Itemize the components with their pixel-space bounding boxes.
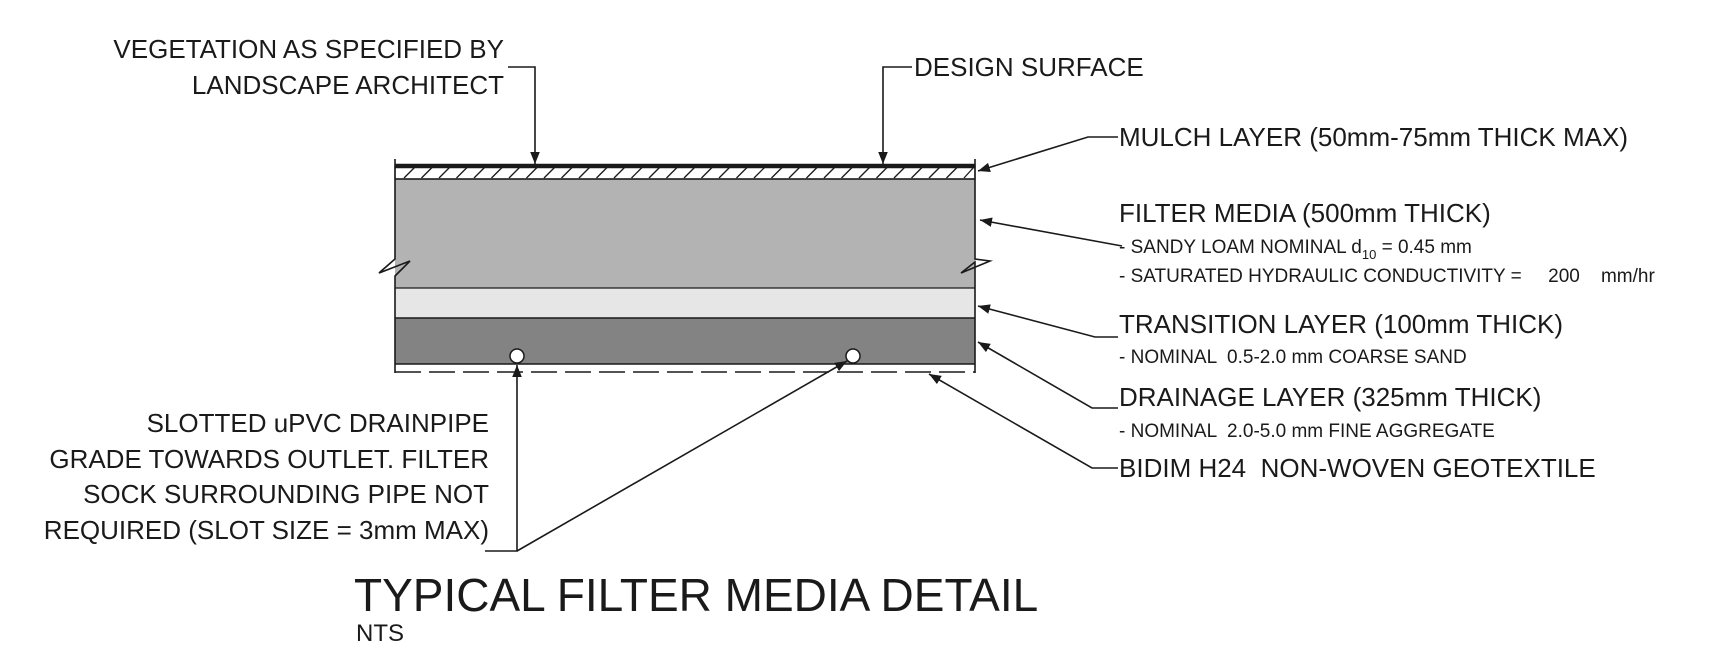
right-edge-break-line: [960, 159, 994, 373]
mulch-hatch-mark: [596, 166, 608, 179]
drainpipe-label-line2: GRADE TOWARDS OUTLET. FILTER: [49, 444, 489, 474]
vegetation-leader: [508, 66, 540, 164]
drainpipe-label-line3: SOCK SURROUNDING PIPE NOT: [83, 479, 489, 509]
vegetation-label-line2: LANDSCAPE ARCHITECT: [192, 70, 504, 100]
mulch-hatch-mark: [666, 166, 678, 179]
mulch-hatch-mark: [911, 166, 923, 179]
drainpipe-leader-left: [485, 365, 522, 552]
design-surface-leader: [878, 66, 912, 164]
transition-layer-label: TRANSITION LAYER (100mm THICK): [1119, 309, 1563, 339]
mulch-hatch-mark: [421, 166, 433, 179]
mulch-hatch-mark: [841, 166, 853, 179]
leader-lines: [485, 66, 1123, 552]
mulch-hatch-mark: [683, 166, 696, 179]
design-surface-label: DESIGN SURFACE: [914, 52, 1144, 82]
mulch-hatch-mark: [508, 166, 521, 179]
mulch-hatch-mark: [456, 166, 468, 179]
mulch-hatch-mark: [631, 166, 643, 179]
drainage-layer: [395, 318, 975, 364]
mulch-hatch-mark: [561, 166, 573, 179]
drainpipe-left: [509, 348, 525, 364]
mulch-hatch-mark: [893, 166, 906, 179]
mulch-hatch-mark: [823, 166, 836, 179]
mulch-hatch: [403, 166, 975, 179]
mulch-hatch-mark: [438, 166, 451, 179]
transition-leader: [977, 304, 1118, 338]
labels: VEGETATION AS SPECIFIED BY LANDSCAPE ARC…: [44, 34, 1656, 647]
drainage-layer-note: - NOMINAL 2.0-5.0 mm FINE AGGREGATE: [1119, 421, 1495, 442]
filter-media-layer: [395, 179, 975, 288]
drainage-layer-label: DRAINAGE LAYER (325mm THICK): [1119, 382, 1541, 412]
cross-section: [378, 159, 994, 373]
mulch-hatch-mark: [858, 166, 871, 179]
mulch-hatch-mark: [806, 166, 818, 179]
geotextile-label: BIDIM H24 NON-WOVEN GEOTEXTILE: [1119, 453, 1596, 483]
vegetation-label-line1: VEGETATION AS SPECIFIED BY: [113, 34, 504, 64]
filter-media-note-2: - SATURATED HYDRAULIC CONDUCTIVITY = 200…: [1119, 266, 1655, 287]
mulch-layer-label: MULCH LAYER (50mm-75mm THICK MAX): [1119, 122, 1628, 152]
mulch-hatch-mark: [526, 166, 538, 179]
drawing-title: TYPICAL FILTER MEDIA DETAIL: [354, 569, 1038, 621]
scale-note: NTS: [356, 620, 404, 647]
mulch-hatch-mark: [613, 166, 626, 179]
mulch-hatch-mark: [403, 166, 416, 179]
mulch-hatch-mark: [753, 166, 766, 179]
mulch-hatch-mark: [578, 166, 591, 179]
mulch-hatch-mark: [718, 166, 731, 179]
mulch-hatch-mark: [543, 166, 556, 179]
drainpipe-leader-right: [516, 360, 848, 552]
mulch-hatch-mark: [946, 166, 958, 179]
transition-layer: [395, 288, 975, 318]
mulch-hatch-mark: [701, 166, 713, 179]
mulch-hatch-mark: [771, 166, 783, 179]
mulch-hatch-mark: [491, 166, 503, 179]
geotextile-leader: [928, 373, 1118, 469]
mulch-hatch-mark: [473, 166, 486, 179]
mulch-hatch-mark: [963, 166, 975, 179]
mulch-hatch-mark: [876, 166, 888, 179]
mulch-hatch-mark: [648, 166, 661, 179]
drainpipe-right: [845, 348, 861, 364]
drainpipe-label-line1: SLOTTED uPVC DRAINPIPE: [147, 408, 489, 438]
left-edge-break-line: [378, 159, 411, 373]
filter-media-note-1: - SANDY LOAM NOMINAL d10 = 0.45 mm: [1119, 237, 1472, 262]
mulch-hatch-mark: [928, 166, 941, 179]
drainage-leader: [977, 341, 1118, 409]
mulch-hatch-mark: [736, 166, 748, 179]
filter-media-leader: [979, 217, 1123, 247]
drainpipe-label-line4: REQUIRED (SLOT SIZE = 3mm MAX): [44, 515, 489, 545]
mulch-leader: [977, 136, 1118, 173]
transition-layer-note: - NOMINAL 0.5-2.0 mm COARSE SAND: [1119, 347, 1467, 368]
mulch-hatch-mark: [788, 166, 801, 179]
filter-media-label: FILTER MEDIA (500mm THICK): [1119, 198, 1491, 228]
